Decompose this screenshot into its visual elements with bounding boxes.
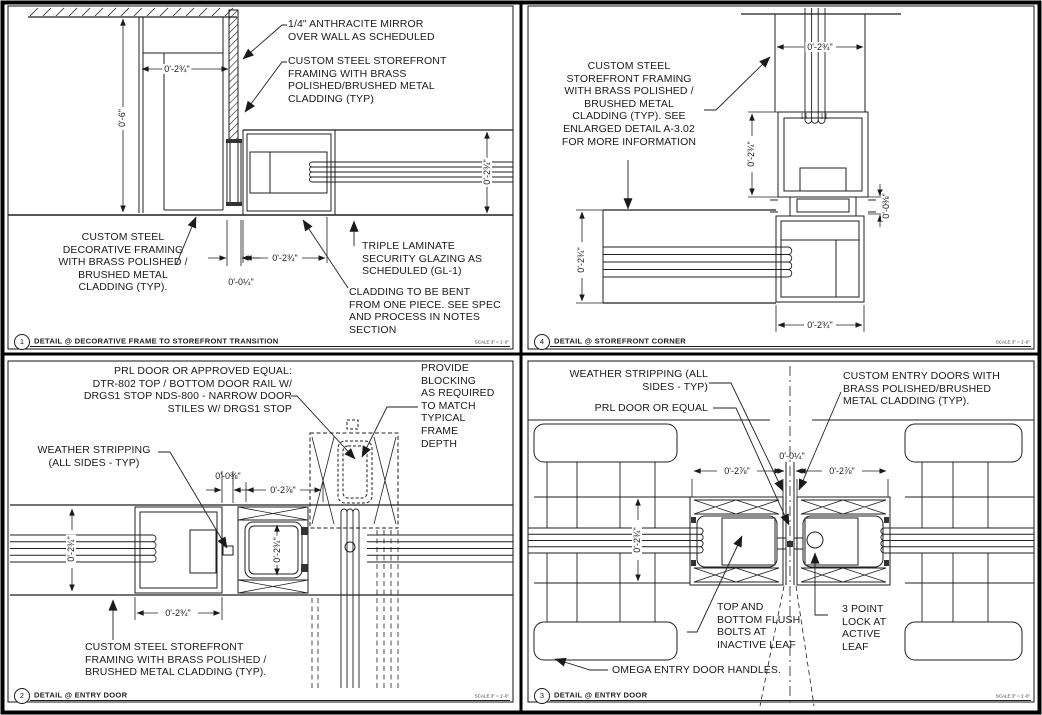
detail-4-linework [576,8,901,332]
note-prl-door-equal: PRL DOOR OR EQUAL [594,402,708,414]
note-prl-door-spec: PRL DOOR OR APPROVED EQUAL: DTR-802 TOP … [83,365,292,415]
dim-d2-bottom: 0'-2¾" [163,608,193,618]
dim-d2-left: 0'-2¾" [66,534,76,564]
note-storefront-framing-1: CUSTOM STEEL STOREFRONT FRAMING WITH BRA… [288,55,447,105]
note-flush-bolts: TOP AND BOTTOM FLUSH BOLTS AT INACTIVE L… [717,601,801,651]
detail-1-title: DETAIL @ DECORATIVE FRAME TO STOREFRONT … [34,336,279,346]
dim-d3-gap: 0'-0¼" [779,451,805,461]
dim-d1-frame-width: 0'-2¾" [162,64,192,74]
detail-3-number-bubble: 3 [534,688,550,704]
note-storefront-corner: CUSTOM STEEL STOREFRONT FRAMING WITH BRA… [561,60,697,148]
dim-d4-bottom: 0'-2¾" [805,320,835,330]
detail-3-title: DETAIL @ ENTRY DOOR [554,690,648,700]
detail-2-number-bubble: 2 [14,688,30,704]
detail-4-number-bubble: 4 [534,334,550,350]
dim-d3-right-leaf: 0'-2⅞" [827,466,857,476]
note-weather-stripping-2: WEATHER STRIPPING (ALL SIDES - TYP) [37,444,151,469]
note-cladding-bent: CLADDING TO BE BENT FROM ONE PIECE. SEE … [349,286,501,336]
detail-1-number-bubble: 1 [14,334,30,350]
detail-2-scale: SCALE 3" = 1'-0" [474,693,509,699]
detail-4-scale: SCALE 3" = 1'-0" [995,339,1030,345]
detail-2-title: DETAIL @ ENTRY DOOR [34,690,128,700]
dim-d3-left-leaf: 0'-2⅞" [722,466,752,476]
dim-d2-door: 0'-2¾" [272,535,282,565]
dim-d1-mullion-depth: 0'-2¾" [482,157,492,187]
note-three-point-lock: 3 POINT LOCK AT ACTIVE LEAF [842,603,887,653]
dim-d1-reveal: 0'-0¼" [228,277,254,287]
detail-3-scale: SCALE 3" = 1'-0" [995,693,1030,699]
note-omega-handles: OMEGA ENTRY DOOR HANDLES. [612,664,781,676]
detail-1-scale: SCALE 3" = 1'-0" [474,339,509,345]
note-triple-laminate-glazing: TRIPLE LAMINATE SECURITY GLAZING AS SCHE… [362,240,483,278]
detail-3-linework [528,366,1034,707]
dim-d1-height: 0'-6" [117,107,127,129]
note-custom-entry-doors: CUSTOM ENTRY DOORS WITH BRASS POLISHED/B… [843,370,1000,408]
dim-d2-gap: 0'-0⅜" [215,471,241,481]
note-decorative-framing: CUSTOM STEEL DECORATIVE FRAMING WITH BRA… [58,231,188,294]
note-provide-blocking: PROVIDE BLOCKING AS REQUIRED TO MATCH TY… [421,362,495,450]
note-storefront-framing-2: CUSTOM STEEL STOREFRONT FRAMING WITH BRA… [85,641,267,679]
dim-d3-height: 0'-2¾" [632,525,642,555]
detail-1-linework [8,7,513,289]
note-anthracite-mirror: 1/4" ANTHRACITE MIRROR OVER WALL AS SCHE… [288,18,435,43]
dim-d1-mullion-width: 0'-2¾" [270,253,300,263]
title-underlines [30,346,1031,701]
note-weather-stripping-3: WEATHER STRIPPING (ALL SIDES - TYP) [569,368,708,393]
dim-d4-mid: 0'-2¾" [746,139,756,169]
dim-d2-rail: 0'-2⅞" [268,485,298,495]
detail-4-title: DETAIL @ STOREFRONT CORNER [554,336,687,346]
dim-d4-left: 0'-2¾" [576,245,586,275]
dim-d4-small: 0'-0⅜" [881,191,891,221]
dim-d4-top: 0'-2¾" [805,42,835,52]
